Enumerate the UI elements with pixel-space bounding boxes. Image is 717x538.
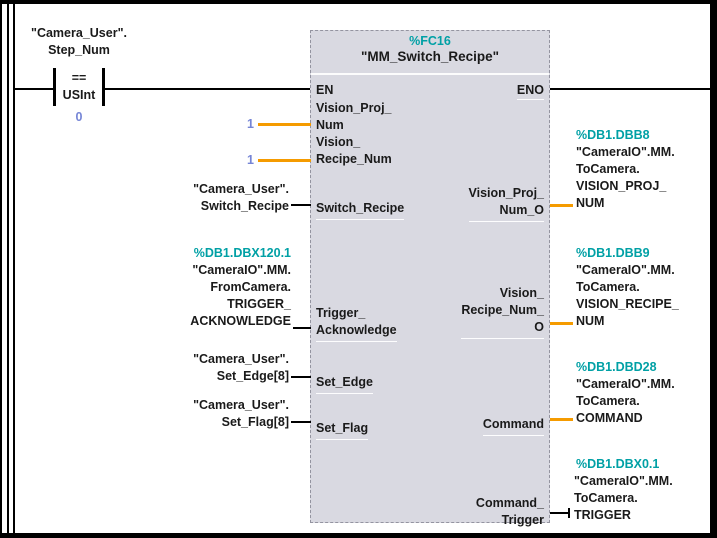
wire-command-trigger-end-tick <box>568 508 570 518</box>
eno-pin-label[interactable]: ENO <box>516 83 544 100</box>
wire-vision-recipe-num-o <box>550 322 573 325</box>
contact-compare-value[interactable]: 0 <box>75 110 83 124</box>
operand-switch-recipe[interactable]: "Camera_User". Switch_Recipe <box>193 182 289 213</box>
wire-trigger-acknowledge <box>293 327 311 329</box>
power-rail <box>13 4 15 533</box>
contact-operator[interactable]: == <box>71 71 87 85</box>
input-pin-vision-recipe-num[interactable]: Vision_ Recipe_Num <box>316 135 392 166</box>
constant-vision-proj-num[interactable]: 1 <box>247 117 254 131</box>
operand-vision-proj-num-o[interactable]: "CameraIO".MM. ToCamera. VISION_PROJ_ NU… <box>576 145 675 210</box>
operand-set-edge[interactable]: "Camera_User". Set_Edge[8] <box>193 352 289 383</box>
power-rail <box>7 4 9 533</box>
wire-eno <box>550 88 710 90</box>
wire-set-flag <box>291 421 311 423</box>
input-pin-vision-proj-num[interactable]: Vision_Proj_ Num <box>316 101 392 132</box>
crop-border-bottom <box>0 533 717 538</box>
output-pin-vision-recipe-num-o[interactable]: Vision_ Recipe_Num_ O <box>461 285 544 339</box>
contact-right-bar[interactable] <box>102 68 105 106</box>
input-pin-switch-recipe[interactable]: Switch_Recipe <box>316 200 405 220</box>
operand-address-command-trigger[interactable]: %DB1.DBX0.1 <box>576 457 660 471</box>
en-pin-label[interactable]: EN <box>316 83 334 97</box>
operand-address-trigger-acknowledge[interactable]: %DB1.DBX120.1 <box>193 246 291 260</box>
block-address[interactable]: %FC16 <box>409 34 451 48</box>
block-header-separator <box>311 73 549 75</box>
crop-border-left <box>0 0 2 538</box>
operand-trigger-acknowledge[interactable]: "CameraIO".MM. FromCamera. TRIGGER_ ACKN… <box>190 263 291 328</box>
wire-set-edge <box>291 376 311 378</box>
crop-border-right <box>710 0 717 538</box>
contact-data-type[interactable]: USInt <box>62 88 96 102</box>
wire-vision-proj-num-o <box>550 204 573 207</box>
operand-vision-recipe-num-o[interactable]: "CameraIO".MM. ToCamera. VISION_RECIPE_ … <box>576 263 679 328</box>
crop-border-top <box>0 0 717 4</box>
output-pin-vision-proj-num-o[interactable]: Vision_Proj_ Num_O <box>468 185 544 222</box>
wire-switch-recipe <box>291 204 311 206</box>
operand-address-command[interactable]: %DB1.DBD28 <box>576 360 657 374</box>
operand-address-vision-recipe-num-o[interactable]: %DB1.DBB9 <box>576 246 650 260</box>
operand-command-trigger[interactable]: "CameraIO".MM. ToCamera. TRIGGER <box>574 474 673 522</box>
output-pin-command[interactable]: Command <box>482 416 544 436</box>
output-pin-command-trigger[interactable]: Command_ Trigger <box>475 496 544 527</box>
input-pin-trigger-acknowledge[interactable]: Trigger_ Acknowledge <box>316 305 397 342</box>
wire-contact-to-en <box>105 88 310 90</box>
wire-vision-recipe-num <box>258 159 311 162</box>
contact-left-bar[interactable] <box>53 68 56 106</box>
constant-vision-recipe-num[interactable]: 1 <box>247 153 254 167</box>
input-pin-set-edge[interactable]: Set_Edge <box>316 374 373 394</box>
wire-command <box>550 418 573 421</box>
wire-command-trigger <box>550 512 568 514</box>
operand-set-flag[interactable]: "Camera_User". Set_Flag[8] <box>193 398 289 429</box>
block-title[interactable]: "MM_Switch_Recipe" <box>360 49 500 64</box>
contact-operand[interactable]: "Camera_User". Step_Num <box>31 26 127 57</box>
wire-rail-to-contact <box>15 88 53 90</box>
input-pin-set-flag[interactable]: Set_Flag <box>316 420 369 440</box>
function-block[interactable]: %FC16 "MM_Switch_Recipe" EN ENO Vision_P… <box>310 30 550 527</box>
operand-command[interactable]: "CameraIO".MM. ToCamera. COMMAND <box>576 377 675 425</box>
wire-vision-proj-num <box>258 123 311 126</box>
operand-address-vision-proj-num-o[interactable]: %DB1.DBB8 <box>576 128 650 142</box>
